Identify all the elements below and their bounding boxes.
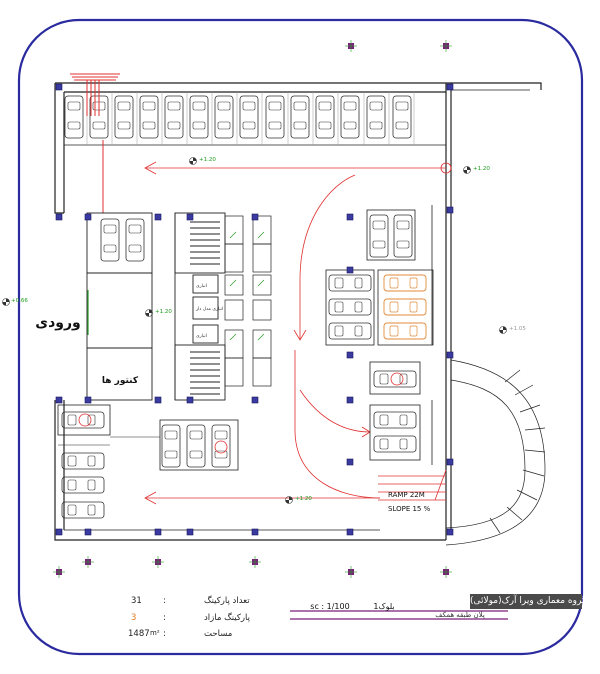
level-marker-label: +1.05 bbox=[509, 326, 526, 332]
area-value: 1487 bbox=[128, 629, 150, 639]
colon: : bbox=[163, 596, 166, 606]
ramp-slope-label: SLOPE 15 % bbox=[388, 505, 431, 513]
room-label: انباری مدل دار bbox=[195, 307, 223, 312]
traffic-arrow-top bbox=[144, 161, 452, 175]
parking-count-value: 31 bbox=[131, 596, 142, 606]
area-unit: m² bbox=[150, 629, 160, 637]
level-marker-label: +1.20 bbox=[295, 496, 312, 502]
firm-name: گروه معماری ویرا آرک(مولائی) bbox=[470, 596, 587, 606]
parking-count-label: تعداد پارکینگ bbox=[204, 596, 250, 606]
storage-units bbox=[224, 215, 272, 387]
firm-name-box: گروه معماری ویرا آرک(مولائی) bbox=[470, 594, 586, 609]
area-label: مساحت bbox=[204, 629, 233, 639]
level-marker-label: +1.20 bbox=[199, 157, 216, 163]
room-label: انباری bbox=[196, 334, 207, 339]
parking-row-top bbox=[64, 92, 415, 145]
parking-right bbox=[325, 209, 434, 461]
door-swings bbox=[87, 231, 265, 341]
level-marker-label: +1.20 bbox=[473, 166, 490, 172]
entrance-label: ورودی bbox=[35, 315, 80, 331]
extra-parking-label: پارکینگ مازاد bbox=[204, 613, 250, 623]
parking-bottom-left bbox=[57, 404, 239, 519]
extra-parking-value: 3 bbox=[131, 613, 137, 623]
traffic-curves bbox=[144, 174, 381, 505]
room-label: انباری bbox=[196, 284, 207, 289]
level-marker-label: +1.20 bbox=[155, 309, 172, 315]
block-name-label: بلوک1 bbox=[373, 602, 394, 611]
colon: : bbox=[163, 613, 166, 623]
scale-label: sc : 1/100 bbox=[310, 602, 349, 611]
meter-room-label: کنتور ها bbox=[102, 376, 139, 386]
ramp-length-label: RAMP 22M bbox=[388, 491, 425, 499]
colon: : bbox=[163, 629, 166, 639]
building-walls bbox=[54, 82, 542, 541]
sheet-frame bbox=[17, 18, 584, 656]
entrance-gate-marker bbox=[70, 73, 120, 213]
structural-columns bbox=[55, 83, 454, 536]
plan-name-label: پلان طبقه همکف bbox=[435, 611, 485, 619]
ramp-red-lines bbox=[378, 469, 447, 501]
level-marker-label: +0.66 bbox=[11, 298, 28, 304]
ramp bbox=[445, 359, 546, 546]
